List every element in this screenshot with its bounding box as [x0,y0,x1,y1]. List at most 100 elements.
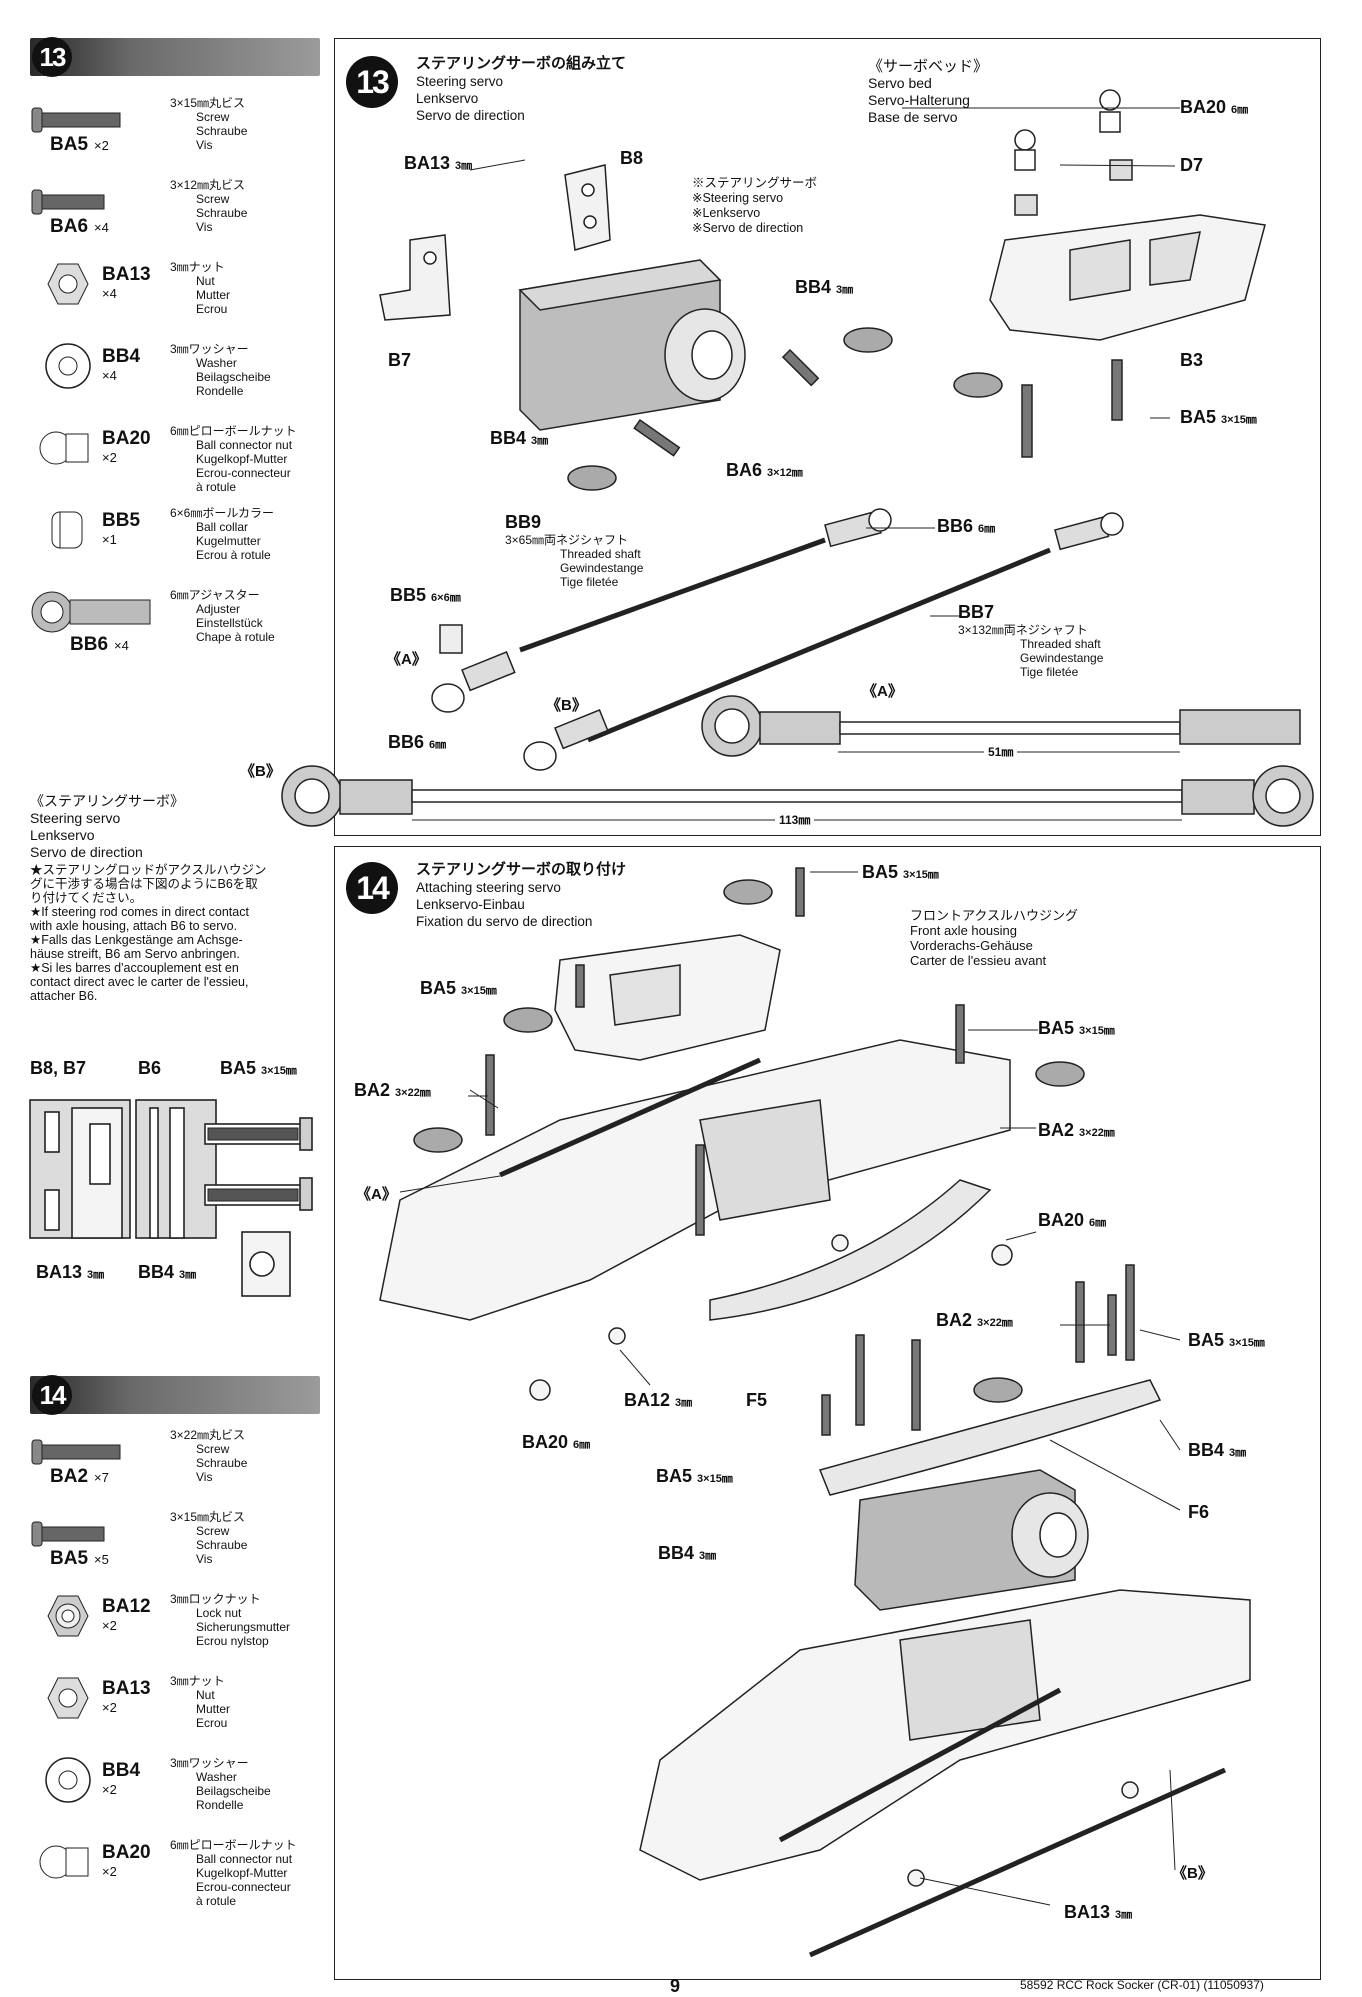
part-code: BA20×2 [102,428,151,465]
note-line: Lenkservo [30,827,95,843]
screw-short-icon [30,1506,122,1567]
part-code: BA2×7 [50,1466,109,1487]
detail-label-b6: B6 [138,1058,162,1078]
part-name-translation: Ecrou [196,302,228,316]
step14-label-ba20-b: BA20 6㎜ [522,1432,591,1452]
part-name-translation: Screw [196,192,230,206]
step14-label-ba13: BA13 3㎜ [1064,1902,1133,1922]
part-code: BB5×1 [102,510,141,547]
steering-servo-note: ※ステアリングサーボ ※Steering servo ※Lenkservo ※S… [692,176,818,235]
part-code: BA13×2 [102,1678,151,1715]
step14-title-fr: Fixation du servo de direction [416,914,593,929]
part-name-translation: Washer [196,1770,237,1784]
step14-label-bb4-a: BB4 3㎜ [1188,1440,1247,1460]
part-name-translation: Nut [196,274,215,288]
step13-parts-number: 13 [32,37,72,77]
step13-title-fr: Servo de direction [416,108,525,123]
note-line: attacher B6. [30,989,98,1003]
step13-label-bb7: BB7 3×132㎜両ネジシャフト Threaded shaft Gewinde… [958,602,1104,679]
part-quantity: ×2 [102,1864,117,1879]
step13-title: ステアリングサーボの組み立て Steering servo Lenkservo … [416,52,626,124]
part-quantity: ×2 [102,1700,117,1715]
part-name-translation: Ball connector nut [196,1852,293,1866]
part-name-translation: Beilagscheibe [196,1784,271,1798]
step14-label-ba20-a: BA20 6㎜ [1038,1210,1107,1230]
part-name-translation: Schraube [196,206,248,220]
part-name-translation: Vis [196,138,213,152]
part-name-translation: Screw [196,1442,230,1456]
step13-label-bb4-low: BB4 3㎜ [490,428,549,448]
part-name-translation: Kugelmutter [196,534,261,548]
nut-icon [30,256,122,317]
part-code: BB4×4 [102,346,141,383]
ball-nut-icon [30,1834,122,1895]
part-name-translation: Rondelle [196,384,244,398]
step13-label-b2: 《B》 [240,763,281,780]
step13-label-bb4-top: BB4 3㎜ [795,277,854,297]
step13-label-b7: B7 [388,350,412,370]
step13-label-ba20: BA20 6㎜ [1180,97,1249,117]
step14-number: 14 [346,862,398,914]
step14-title-en: Attaching steering servo [416,880,561,895]
part-name-jp: 3㎜ロックナット [170,1592,261,1606]
part-name-jp: 3㎜ワッシャー [170,1756,249,1770]
part-name-jp: 3×15㎜丸ビス [170,96,246,110]
step14-label-ba5-b: BA5 3×15㎜ [420,978,497,998]
part-quantity: ×4 [94,220,109,235]
part-name-translation: Ball collar [196,520,249,534]
part-name-translation: Nut [196,1688,215,1702]
step13-label-ba13: BA13 3㎜ [404,153,473,173]
step14-panel [334,846,1321,1980]
part-name-translation: Ecrou [196,1716,228,1730]
part-name-translation: Ecrou-connecteur [196,1880,291,1894]
note-line: contact direct avec le carter de l'essie… [30,975,249,989]
ball-nut-icon [30,420,122,481]
part-quantity: ×1 [102,532,117,547]
step13-label-bb5: BB5 6×6㎜ [390,585,461,605]
note-line: ★ステアリングロッドがアクスルハウジン [30,863,267,877]
servo-note-body: ★ステアリングロッドがアクスルハウジングに干渉する場合は下図のようにB6を取り付… [30,863,330,1003]
part-name-translation: Vis [196,1552,213,1566]
step14-label-b: 《B》 [1172,1865,1213,1882]
step14-label-f6: F6 [1188,1502,1210,1522]
part-name-jp: 6㎜アジャスター [170,588,260,602]
step14-title: ステアリングサーボの取り付け Attaching steering servo … [416,858,626,930]
step13-panel [334,38,1321,836]
part-name-translation: Schraube [196,124,248,138]
part-name-translation: Mutter [196,288,231,302]
part-name-translation: Sicherungsmutter [196,1620,291,1634]
part-name-translation: Adjuster [196,602,241,616]
note-line: ★Falls das Lenkgestänge am Achsge- [30,933,243,947]
part-quantity: ×5 [94,1552,109,1567]
part-name-translation: Lock nut [196,1606,242,1620]
step14-label-a: 《A》 [356,1186,397,1203]
detail-label-bb4: BB4 3㎜ [138,1262,197,1282]
product-code: 58592 RCC Rock Socker (CR-01) (11050937) [1020,1978,1264,1992]
note-line: häuse streift, B6 am Servo anbringen. [30,947,240,961]
step14-parts-header [30,1376,320,1414]
part-quantity: ×4 [114,638,129,653]
part-name-translation: Ecrou-connecteur [196,466,291,480]
part-name-jp: 3㎜ナット [170,1674,225,1688]
part-name-translation: Washer [196,356,237,370]
step14-label-f5: F5 [746,1390,768,1410]
note-line: with axle housing, attach B6 to servo. [30,919,238,933]
servo-bed-caption: 《サーボベッド》 Servo bed Servo-Halterung Base … [868,58,989,125]
part-code: BA6×4 [50,216,109,237]
part-name-translation: Einstellstück [196,616,263,630]
step13-number: 13 [346,56,398,108]
part-code: BB6×4 [70,634,129,655]
step13-label-bb6-low: BB6 6㎜ [388,732,447,752]
step13-label-b3: B3 [1180,350,1204,370]
nut-icon [30,1670,122,1731]
part-name-jp: 3×22㎜丸ビス [170,1428,246,1442]
part-code: BA20×2 [102,1842,151,1879]
step14-label-ba5-d: BA5 3×15㎜ [1188,1330,1265,1350]
part-name-translation: Ball connector nut [196,438,293,452]
step14-label-ba2-a: BA2 3×22㎜ [354,1080,431,1100]
step13-title-jp: ステアリングサーボの組み立て [416,55,627,72]
